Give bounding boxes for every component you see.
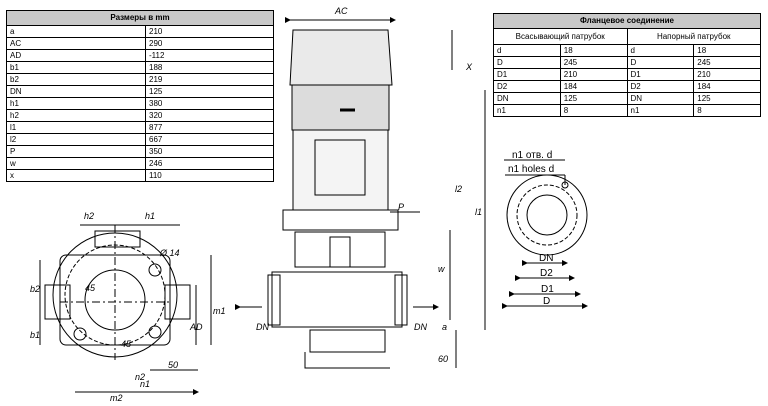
dimensions-table-title: Размеры в mm <box>6 10 274 26</box>
label-m1: m1 <box>213 306 226 316</box>
label-l2: l2 <box>455 184 462 194</box>
label-x: X <box>465 62 473 72</box>
label-45-b: 45 <box>121 339 132 349</box>
label-ac: AC <box>334 6 348 16</box>
flange-table-title: Фланцевое соединение <box>493 13 761 29</box>
plan-view <box>39 224 212 395</box>
label-h1: h1 <box>145 211 155 221</box>
flange-table: Фланцевое соединение Всасывающий патрубо… <box>493 13 761 117</box>
label-b2: b2 <box>30 284 40 294</box>
flange-view <box>502 159 588 309</box>
dimension-value: 110 <box>145 169 274 182</box>
flange-cell-v2: 8 <box>693 104 761 117</box>
label-m2: m2 <box>110 393 123 403</box>
label-b1: b1 <box>30 330 40 340</box>
label-d: D <box>543 296 550 307</box>
label-ad: AD <box>189 322 203 332</box>
label-n1: n1 <box>140 379 150 389</box>
label-d2: D2 <box>540 268 553 279</box>
flange-cell-k2: n1 <box>626 104 695 117</box>
dimension-row: AD-112 <box>6 49 274 62</box>
label-w: w <box>438 264 445 274</box>
side-view <box>235 17 486 369</box>
label-d14: Ø 14 <box>159 248 180 258</box>
label-l1: l1 <box>475 207 482 217</box>
label-h2: h2 <box>84 211 94 221</box>
label-n2: n2 <box>135 372 145 382</box>
dimension-key: x <box>6 169 146 182</box>
label-a: a <box>442 322 447 332</box>
label-50: 50 <box>168 360 178 370</box>
label-d1: D1 <box>541 284 554 295</box>
label-dn-right: DN <box>414 322 427 332</box>
label-dn-left: DN <box>256 322 269 332</box>
label-dn: DN <box>539 253 553 264</box>
label-holes-ru: n1 отв. d <box>512 150 552 161</box>
label-60: 60 <box>438 354 448 364</box>
label-45-a: 45 <box>85 283 96 293</box>
label-p: P <box>398 202 404 212</box>
label-holes-en: n1 holes d <box>508 164 554 175</box>
